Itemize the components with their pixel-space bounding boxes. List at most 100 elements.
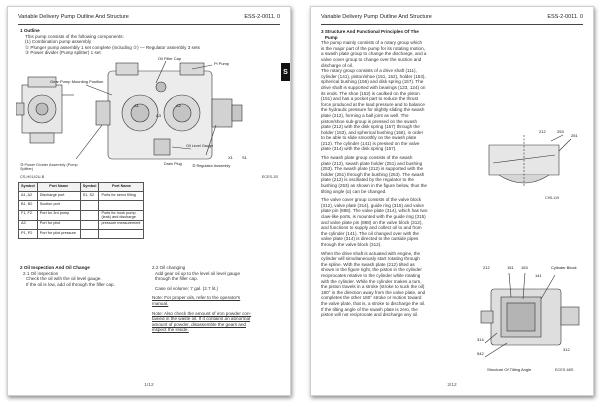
table-cell: pressure measurement	[98, 219, 145, 230]
table-cell: Port for 3rd pump	[36, 209, 81, 221]
label-314: 314	[477, 337, 484, 342]
body-line: (151) and has a pocket part to reduce th…	[321, 96, 419, 102]
body-line: and functions to supply and collect oil …	[321, 225, 422, 231]
header-title: Variable Delivery Pump Outline And Struc…	[321, 14, 432, 20]
paragraph-rotary-group: The pump mainly consists of a rotary gro…	[321, 40, 471, 152]
page-header: Variable Delivery Pump Outline And Struc…	[18, 14, 280, 25]
body-line: through the filler cap.	[155, 276, 198, 282]
paragraph-operation: When the drive shaft is actuated with en…	[321, 251, 471, 318]
table-header-row: Symbol Port Name Symbol Port Name	[18, 181, 145, 193]
body-line: cylinder will simultaneously start rotat…	[321, 256, 420, 262]
page-number: 1/12	[144, 383, 154, 388]
table-cell: A1, A2	[18, 191, 38, 202]
port-table: Symbol Port Name Symbol Port Name A1, A2…	[18, 181, 145, 240]
body-line: The rotary group consists of a drive sha…	[321, 68, 417, 74]
label-s1: S1	[242, 155, 248, 160]
outline-section: 1 Outline This pump consists of the foll…	[20, 28, 200, 56]
table-cell: Suction port	[36, 200, 81, 211]
body-line: (253). The swash plate (212) is supporte…	[321, 166, 424, 172]
label-542: 542	[477, 351, 484, 356]
body-line: holder (153), and spherical bushing (156…	[321, 129, 424, 135]
label-oil-filler-cap: Oil Filler Cap	[158, 56, 182, 61]
label-141: 141	[535, 273, 542, 278]
body-line: Check the oil with the oil level gauge.	[26, 276, 102, 282]
table-cell	[79, 200, 100, 211]
body-line: Case oil volume: 7 gal. (2.7 lit.)	[155, 285, 219, 291]
label-cylinder-block: Cylinder Block	[551, 265, 577, 270]
label-regulator: ② Regulator Assembly	[192, 164, 230, 168]
table-cell: Discharge port	[36, 191, 81, 202]
body-line: a swash plate group to change the discha…	[321, 51, 427, 57]
body-line: plate (212) is oscillated by the regulat…	[321, 177, 414, 183]
label-253: 253	[557, 129, 564, 134]
body-line: (312), valve plate (314), guide ring (31…	[321, 202, 424, 208]
body-line: and valve plate pin (888) on the valve b…	[321, 219, 423, 225]
swash-plate-figure: 212 253 251 C95-119	[488, 129, 578, 200]
subsection-title: 2.2 Oil changing	[152, 265, 186, 270]
body-line: The valve cover group consists of the va…	[321, 197, 422, 203]
table-cell: F1, F2	[18, 209, 38, 221]
body-line: plate (212) with the disk spring (157) t…	[321, 124, 420, 130]
table-cell: Ports for servo filling	[98, 191, 145, 202]
outline-line: ① Plunger pump assembly 1 set complete (…	[25, 44, 200, 50]
header-code: ESS-2-0011. 0	[547, 14, 583, 20]
page-number: 2/12	[447, 383, 457, 388]
table-row: A1, A2 Discharge port S1, S2 Ports for s…	[18, 191, 145, 202]
body-line: drive shaft is supported with bearings (…	[321, 84, 426, 90]
note-line: amount of powder, disassemble the gears …	[152, 321, 246, 327]
body-line: plate (212), forming a ball joint as wel…	[321, 112, 409, 118]
body-line: its ends. The shoe (152) is caulked on t…	[321, 90, 420, 96]
table-cell	[79, 219, 100, 230]
body-line: The swash plate group consists of the sw…	[321, 155, 413, 161]
table-cell	[98, 200, 145, 211]
body-line: the cylinder (141). The oil changed over…	[321, 230, 419, 236]
body-line: discharge of oil.	[321, 62, 354, 68]
label-power-divider: ③ Power Divider Assembly (Pump Splitter)	[20, 163, 78, 171]
label-212: 212	[539, 129, 546, 134]
label-151: 151	[507, 265, 514, 270]
table-cell: B1, B2	[18, 200, 38, 211]
table-cell: Port for pilot pressure	[36, 228, 81, 240]
body-line: plate (314) with the disk spring (157).	[321, 146, 397, 152]
body-line: is the major part of the pump for its ro…	[321, 45, 425, 51]
structure-text-column: 3 Structure And Functional Principles Of…	[321, 29, 471, 318]
note-line: tained in the waste oil. If it contains …	[152, 316, 251, 322]
label-drain-plug: Drain Plug	[164, 162, 182, 166]
body-line: Add gear oil up to the level oil level g…	[155, 270, 241, 276]
note-line: Note: Also check the amount of iron powd…	[152, 310, 252, 316]
body-line: piston will not reciprocate and discharg…	[321, 312, 419, 318]
label-312: 312	[563, 347, 570, 352]
page-header: Variable Delivery Pump Outline And Struc…	[321, 14, 583, 25]
figure-id-left: CS-H0142U-B	[20, 175, 45, 179]
section-title: 2 Oil Inspection And Oil Change	[20, 265, 90, 270]
body-line: the hydraulic pressure for slightly slid…	[321, 107, 425, 113]
table-row: P1, P2 Port for pilot pressure	[18, 228, 145, 240]
body-line: cylinder (141), piston/shoe (151, 152), …	[321, 73, 426, 79]
table-cell: Ports for hook pump (leak) and discharge	[98, 209, 145, 221]
label-153: 153	[521, 265, 528, 270]
table-row: B1, B2 Suction port	[18, 200, 145, 211]
label-212: 212	[483, 265, 490, 270]
table-header: Port Name	[98, 181, 145, 193]
note-line: Note: For proper oils, refer to the oper…	[152, 295, 241, 301]
body-line: (212). The cylinder (141) is pressed on …	[321, 140, 420, 146]
body-line: force produced at the load pressure and …	[321, 101, 425, 107]
subsection-title: 2.1 Oil inspection	[23, 270, 59, 276]
label-251: 251	[571, 133, 578, 138]
body-line: claw-like ports, is mounted with the gui…	[321, 214, 426, 219]
body-line: The pump mainly consists of a rotary gro…	[321, 40, 423, 46]
label-a3: A3	[156, 113, 162, 118]
body-line: holder (251) through the bushing (253). …	[321, 171, 425, 177]
table-row: F1, F2 Port for 3rd pump Ports for hook …	[18, 209, 145, 221]
section-title: Pump	[321, 34, 338, 40]
figure-caption: Structure Of Tilting Angle	[487, 367, 532, 372]
body-line: completes the other 180° stroke or motio…	[321, 295, 422, 301]
note-line: inspect the inside.	[152, 327, 189, 333]
header-title: Variable Delivery Pump Outline And Struc…	[18, 14, 129, 20]
figure-id-right: ECES-3S	[261, 175, 278, 179]
figure-id: ECES-68S	[555, 368, 574, 372]
label-pi-pump: Pi Pump	[214, 61, 230, 66]
body-line: valve plate (314) is directed to the out…	[321, 236, 419, 242]
body-line: bushing (253) as shown in the figure bel…	[321, 183, 427, 189]
label-oil-level-gauge: Oil Level Gauge	[186, 144, 213, 148]
